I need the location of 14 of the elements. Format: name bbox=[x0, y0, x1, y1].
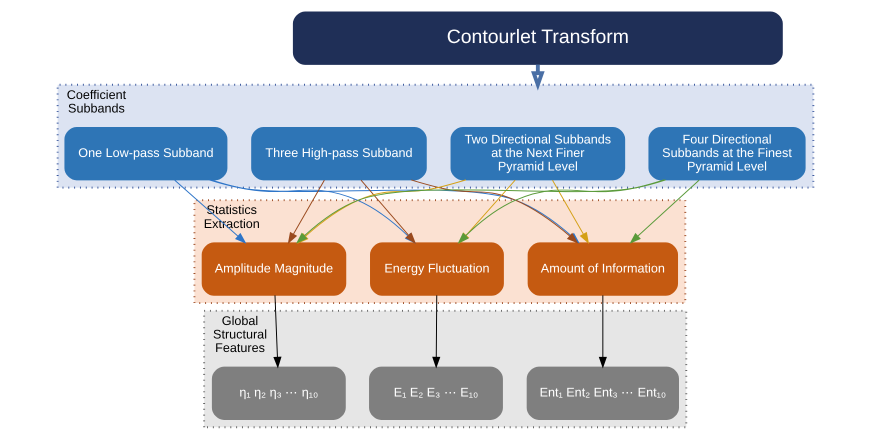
node-box: One Low-pass Subband bbox=[64, 126, 227, 180]
node-box: Amount of Information bbox=[527, 242, 678, 296]
arrow bbox=[432, 294, 440, 368]
node-box: Ent₁ Ent₂ Ent₃ ⋯ Ent₁₀ bbox=[526, 366, 678, 420]
node-box: Amplitude Magnitude bbox=[201, 242, 346, 296]
node-box: Energy Fluctuation bbox=[370, 242, 504, 296]
node-box: Two Directional Subbands at the Next Finer Pyramid Level bbox=[450, 126, 625, 180]
node-box: Four Directional Subbands at the Finest Pyramid Level bbox=[648, 126, 806, 180]
node-box: Contourlet Transform bbox=[292, 12, 782, 65]
arrow bbox=[272, 294, 281, 368]
node-box: η₁ η₂ η₃ ⋯ η₁₀ bbox=[211, 366, 346, 420]
node-box: E₁ E₂ E₃ ⋯ E₁₀ bbox=[368, 366, 502, 420]
arrow bbox=[598, 294, 606, 368]
node-box: Three High-pass Subband bbox=[250, 126, 426, 180]
